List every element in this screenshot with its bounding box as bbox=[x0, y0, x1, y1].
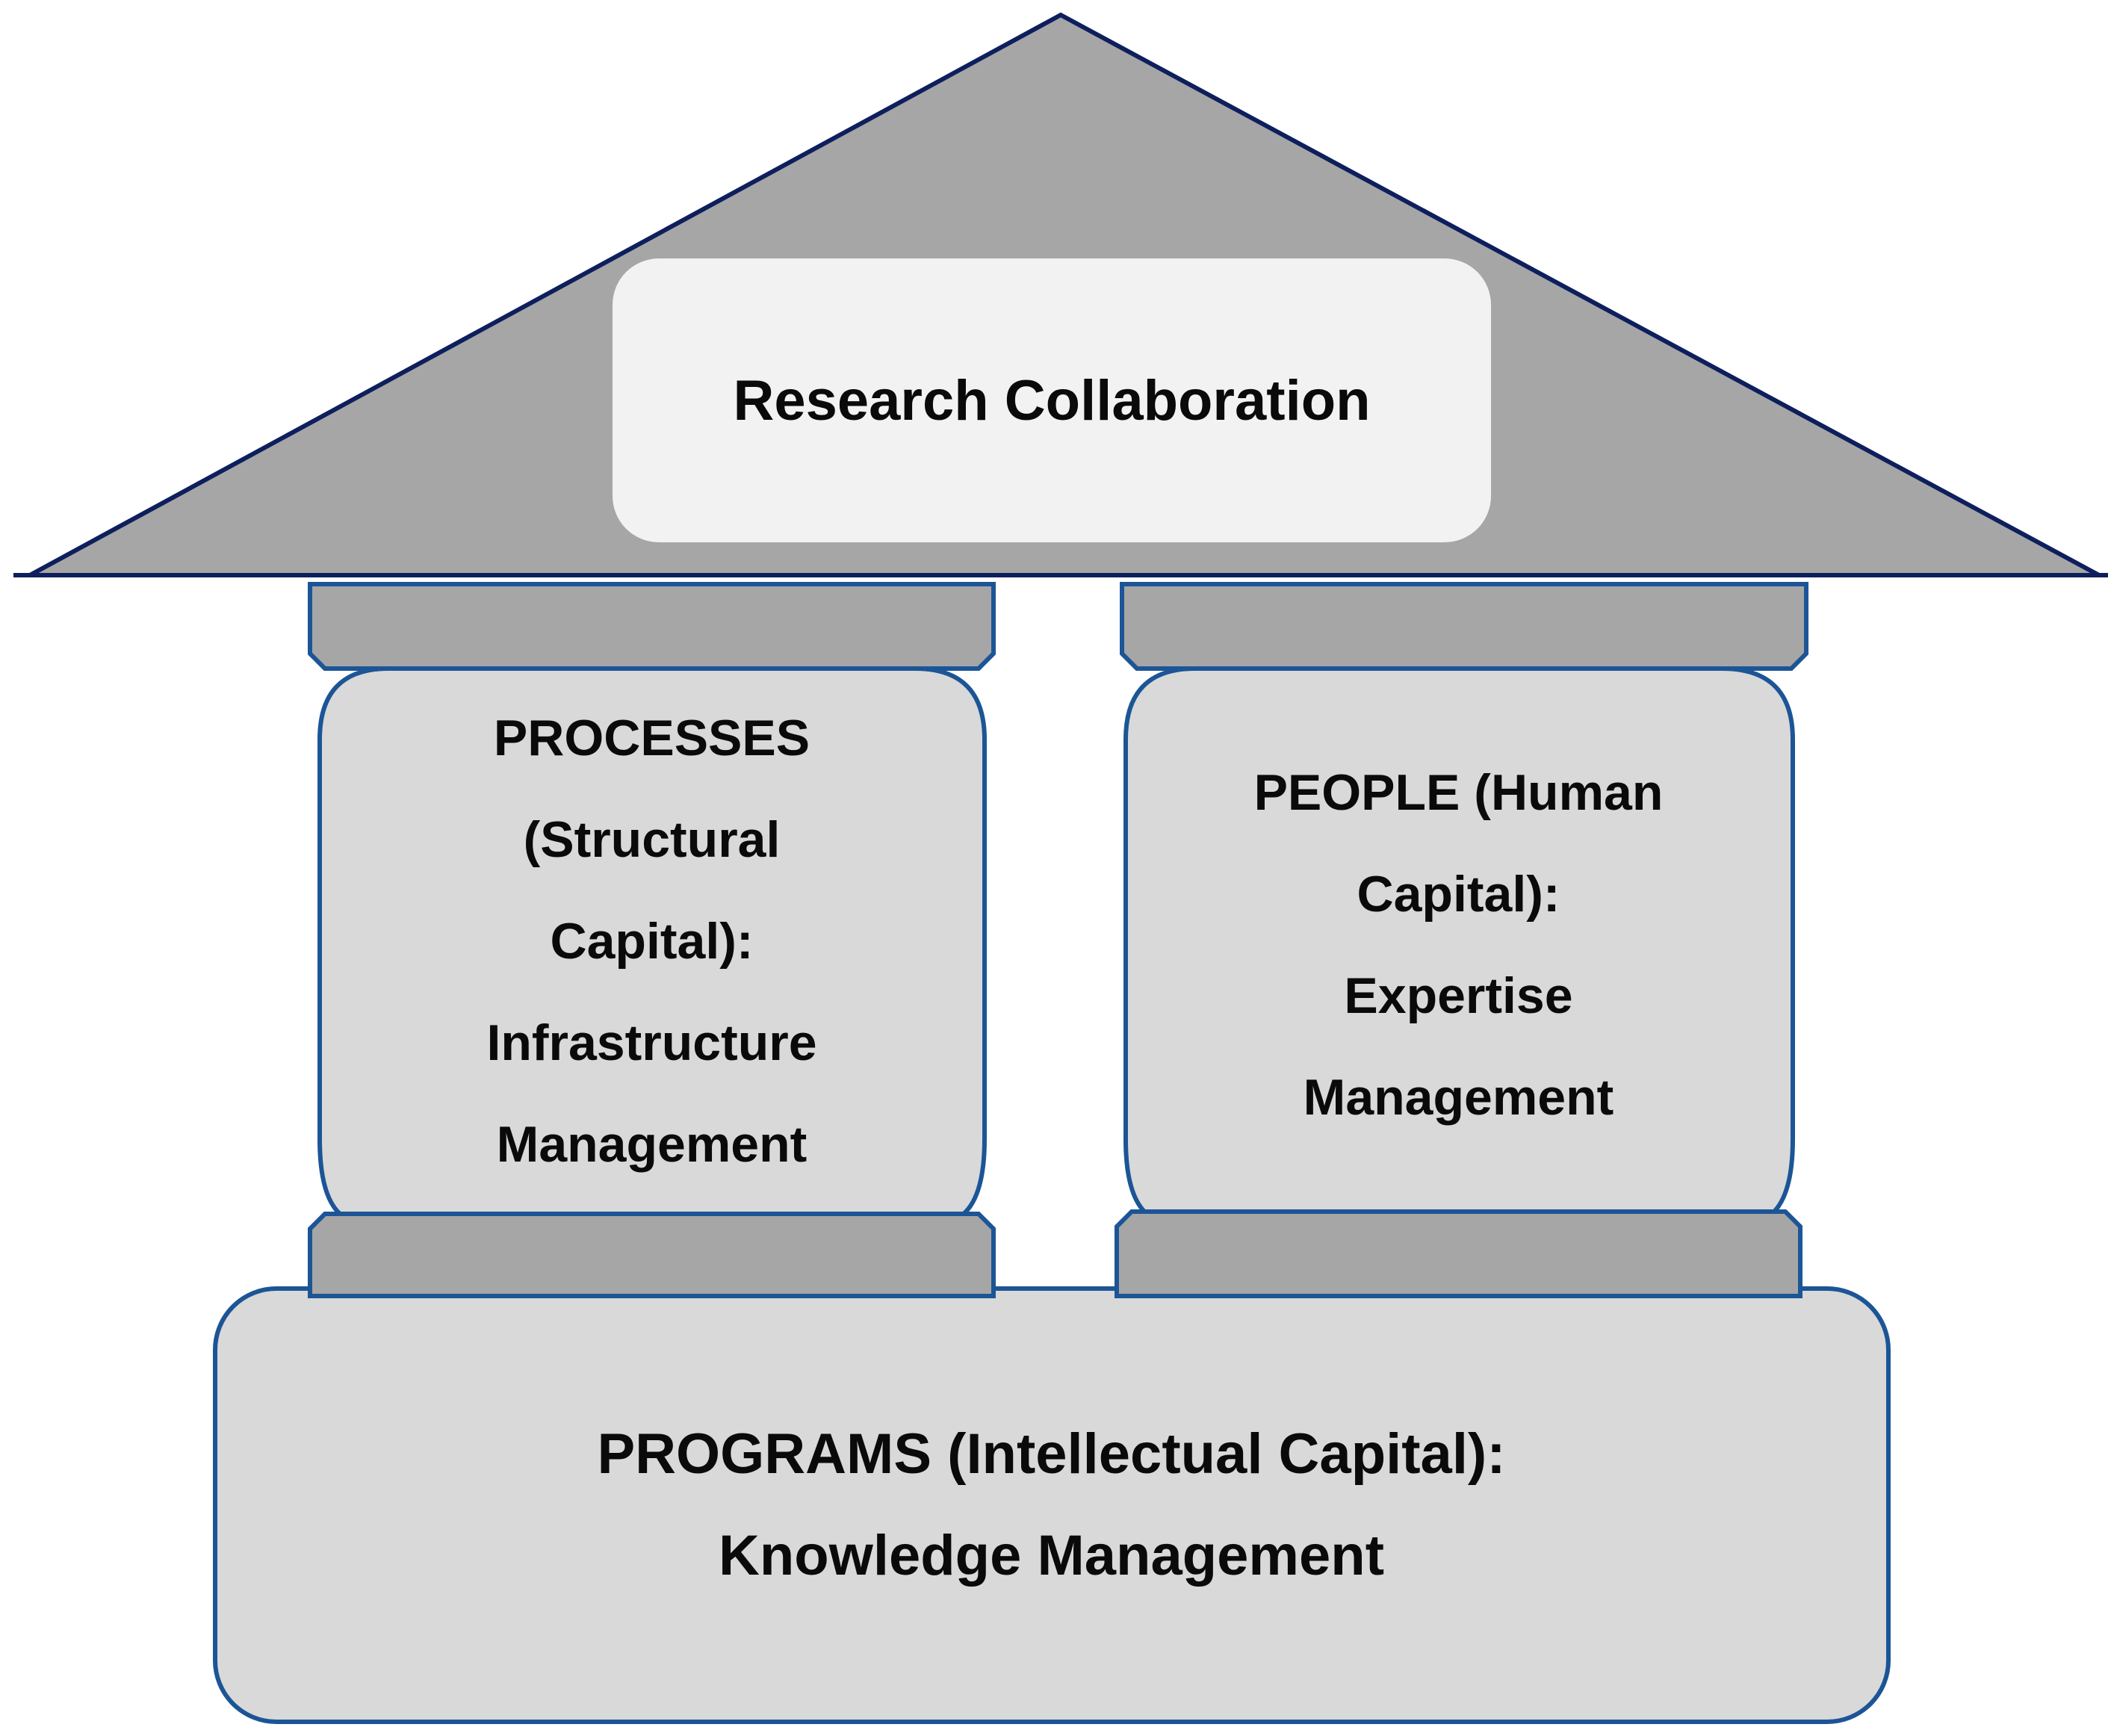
pillar-people-line: Capital): bbox=[1357, 866, 1560, 923]
base-programs-line: Knowledge Management bbox=[719, 1524, 1384, 1587]
roof-label-box bbox=[613, 258, 1491, 542]
roof-title-text: Research Collaboration bbox=[733, 368, 1371, 433]
pillar-people-label: PEOPLE (Human Capital): Expertise Manage… bbox=[1124, 687, 1793, 1203]
pillar-people-line: Expertise bbox=[1344, 967, 1573, 1024]
pillar-processes-line: Capital): bbox=[550, 913, 754, 970]
pillar-left-bottom-capital bbox=[308, 1212, 996, 1298]
base-block bbox=[213, 1286, 1891, 1724]
pillar-left-top-capital bbox=[308, 582, 996, 671]
pillar-processes-line: (Structural bbox=[523, 811, 781, 868]
roof-title: Research Collaboration bbox=[613, 258, 1491, 542]
base-programs-label: PROGRAMS (Intellectual Capital): Knowled… bbox=[217, 1289, 1886, 1722]
pillar-right-top-capital bbox=[1120, 582, 1808, 671]
pillar-processes-line: Management bbox=[496, 1116, 807, 1173]
pillar-processes-line: PROCESSES bbox=[493, 710, 810, 766]
pillar-processes-line: Infrastructure bbox=[486, 1014, 817, 1071]
pillar-people-line: PEOPLE (Human bbox=[1253, 764, 1664, 821]
pillar-people-line: Management bbox=[1303, 1069, 1614, 1126]
pillar-processes-label: PROCESSES (Structural Capital): Infrastr… bbox=[321, 672, 982, 1210]
base-programs-line: PROGRAMS (Intellectual Capital): bbox=[597, 1422, 1506, 1486]
pillar-right-bottom-capital bbox=[1115, 1209, 1802, 1298]
